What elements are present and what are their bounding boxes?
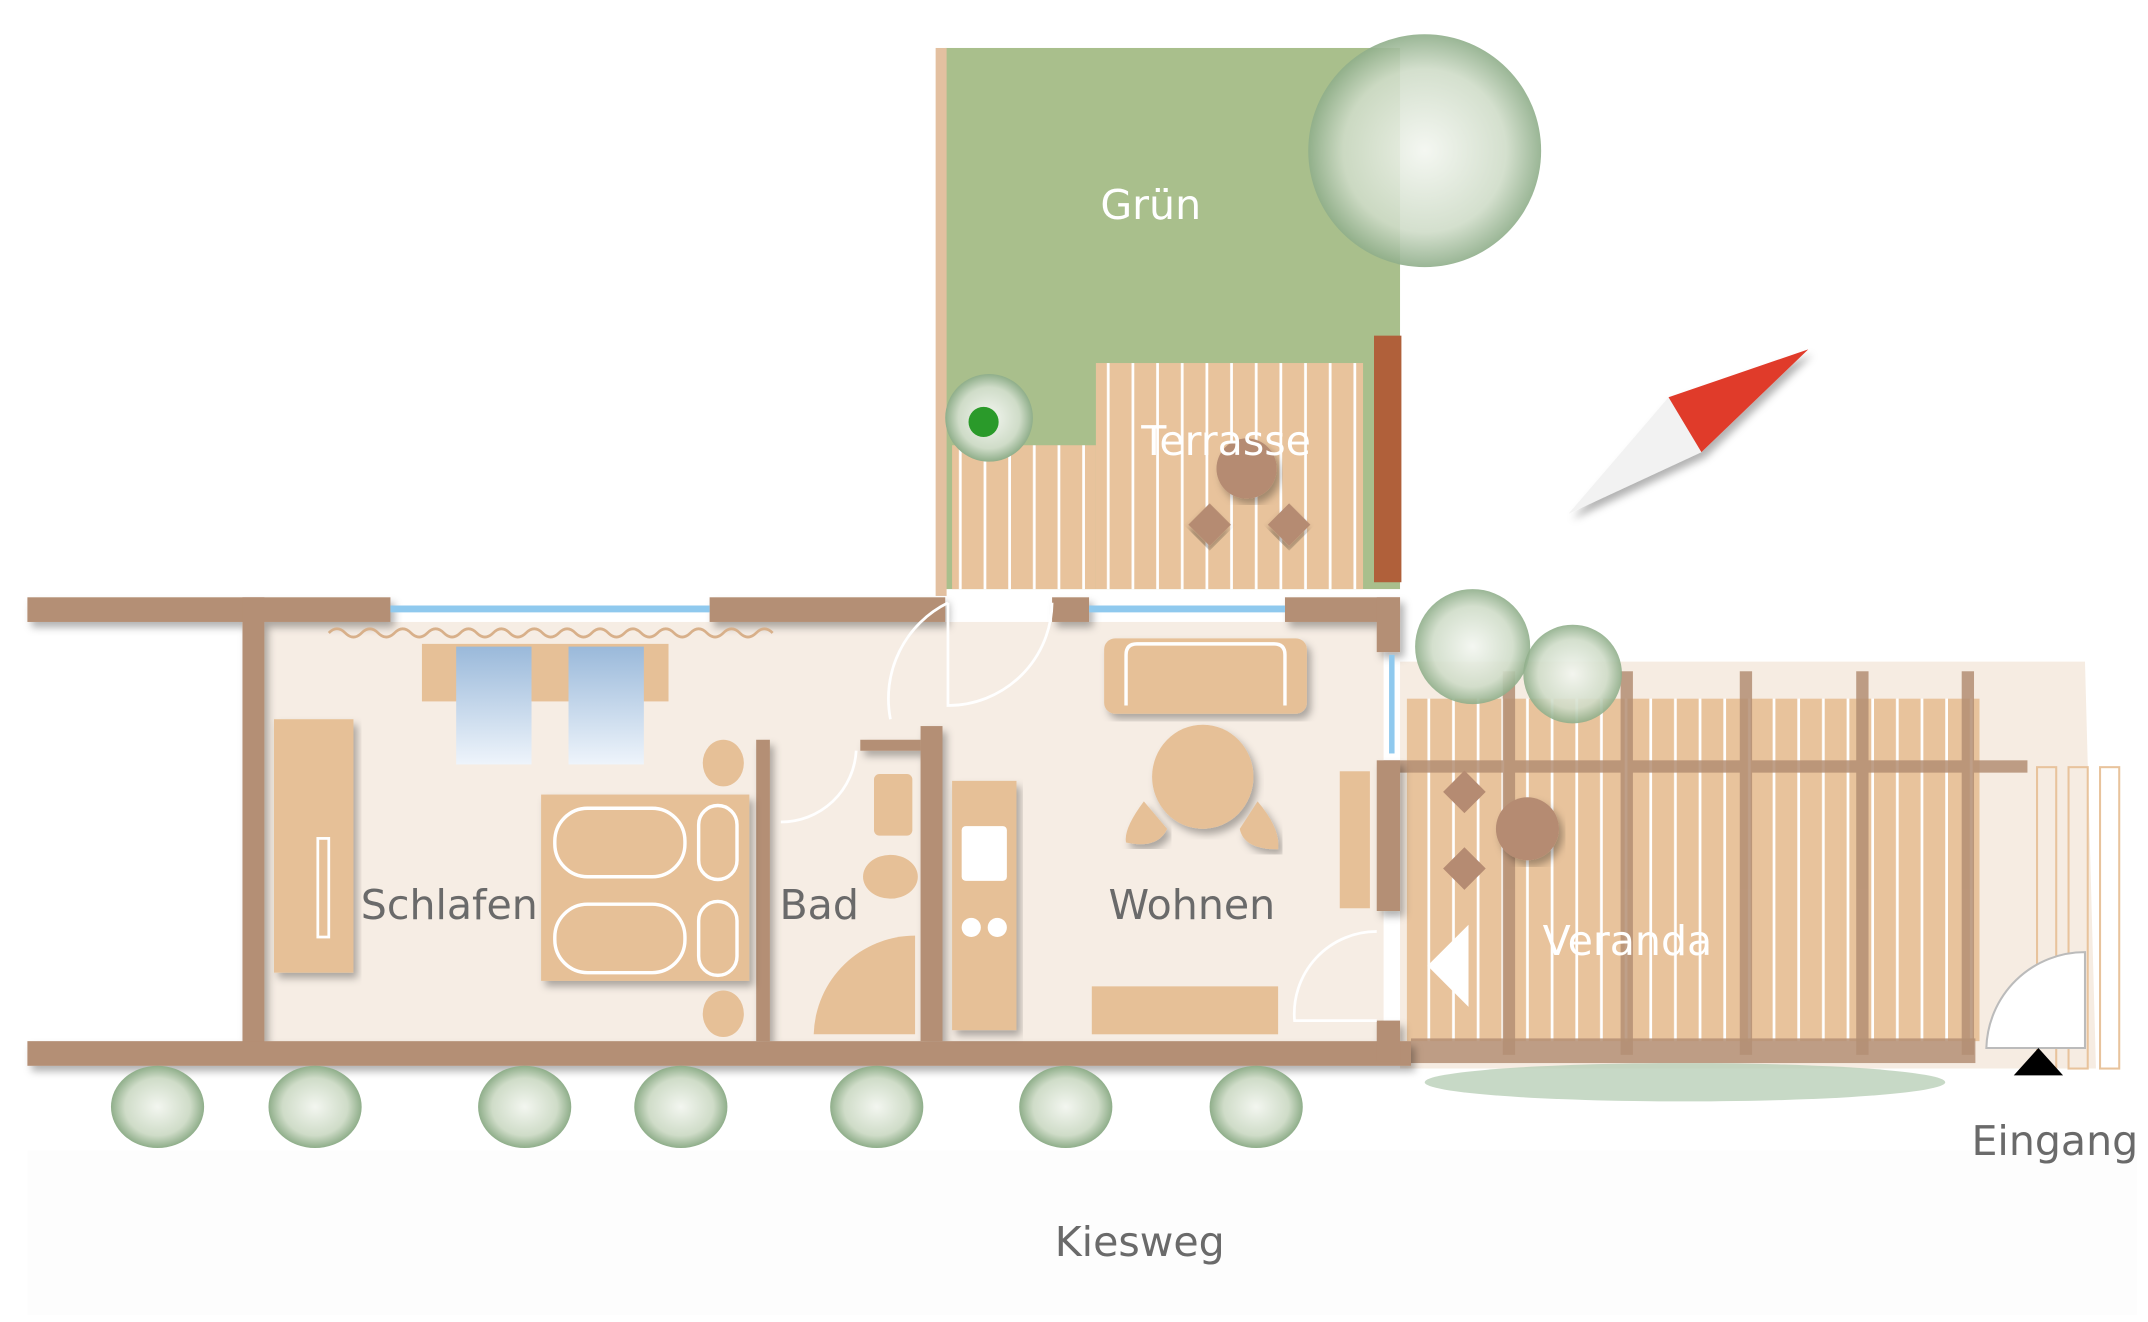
room-label-terrasse: Terrasse <box>1140 417 1311 465</box>
door-arrow-icon <box>1427 924 1469 1007</box>
room-label-gruen: Grün <box>1100 181 1201 229</box>
room-label-schlafen: Schlafen <box>361 881 538 929</box>
entrance-door[interactable] <box>1985 951 2087 1050</box>
sideboard <box>1339 771 1370 909</box>
tree-icon <box>1415 589 1531 705</box>
terrace-chair <box>1267 503 1311 547</box>
terrace-chair <box>1188 503 1231 547</box>
shower <box>813 935 916 1035</box>
compass-icon <box>1568 349 1809 514</box>
windows <box>390 605 1395 754</box>
veranda-area <box>1376 589 2121 1102</box>
path-label: Kiesweg <box>1055 1218 1225 1266</box>
bed-pillow <box>456 646 532 765</box>
tv-bench <box>1091 986 1279 1035</box>
dining-table <box>1152 724 1254 829</box>
chair <box>1125 801 1168 845</box>
doors <box>780 601 1377 1022</box>
room-label-bad: Bad <box>779 881 858 929</box>
hedge <box>1424 1063 1946 1102</box>
room-label-wohnen: Wohnen <box>1108 881 1275 929</box>
terrace-deck <box>945 335 1402 590</box>
furniture <box>273 627 1370 1038</box>
tree-icon <box>1308 34 1542 268</box>
veranda-chair <box>1443 847 1486 890</box>
sofa <box>1104 638 1307 714</box>
gravel-path <box>27 1150 2138 1316</box>
entrance-marker-icon <box>2013 1047 2064 1076</box>
walls <box>27 597 1411 1066</box>
shrubs <box>110 1065 1303 1148</box>
bed-pillow <box>568 646 644 765</box>
wardrobe <box>273 719 354 973</box>
entrance-label: Eingang <box>1971 1117 2138 1165</box>
toilet <box>863 854 918 899</box>
terrace-table <box>1216 438 1277 499</box>
double-bed <box>541 794 750 981</box>
chair <box>1239 801 1279 850</box>
kitchenette <box>952 780 1017 1031</box>
room-label-veranda: Veranda <box>1543 917 1713 965</box>
tree-icon <box>1523 624 1622 724</box>
bath-sink <box>873 774 913 836</box>
veranda-table <box>1495 797 1559 861</box>
